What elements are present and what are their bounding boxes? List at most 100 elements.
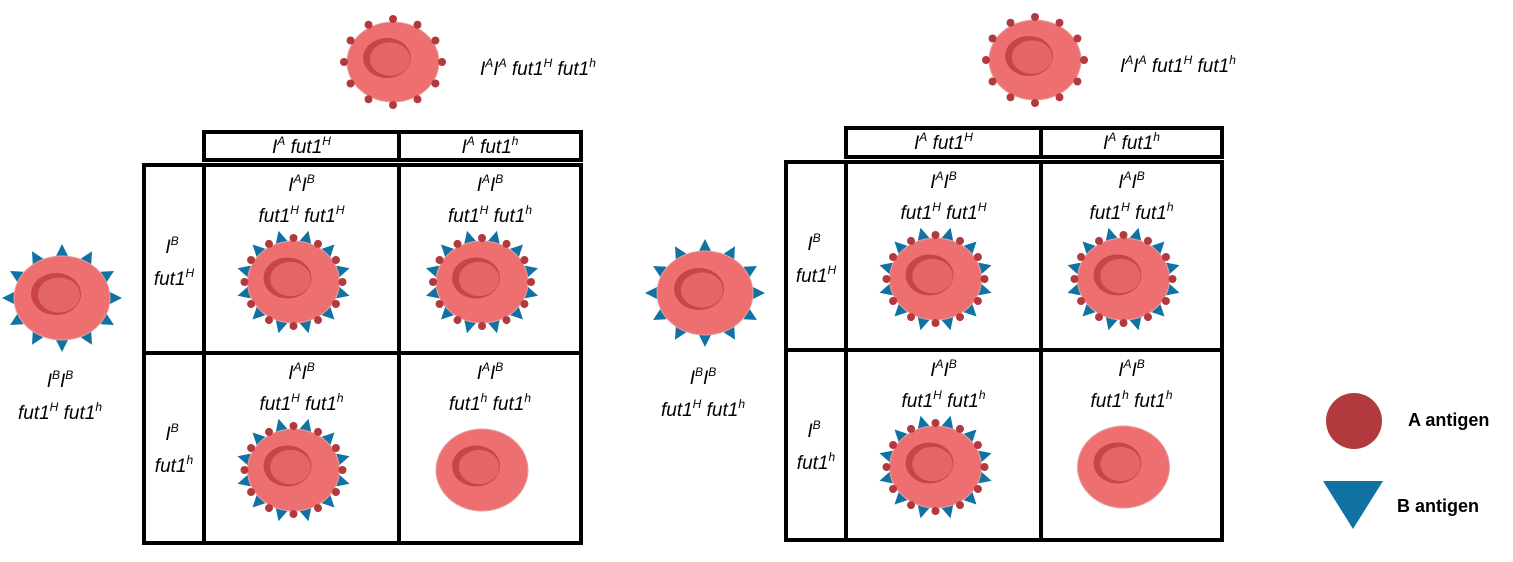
b-antigen-icon — [675, 246, 687, 260]
b-antigen-icon — [237, 453, 251, 466]
b-antigen-icon — [237, 474, 251, 487]
grid-layer — [142, 126, 1224, 545]
a-antigen-icon — [907, 424, 915, 433]
b-antigen-icon — [524, 286, 539, 299]
a-antigen-icon — [413, 20, 422, 29]
a-antigen-icon — [314, 316, 322, 325]
a-antigen-icon — [431, 36, 440, 45]
offspring-genotype-line1: IAIB — [477, 172, 504, 196]
a-antigen-icon — [314, 239, 322, 248]
a-antigen-icon — [1077, 253, 1086, 261]
a-antigen-icon — [247, 488, 256, 496]
b-antigen-icon — [917, 227, 930, 241]
row-header-box — [142, 351, 206, 545]
b-antigen-icon — [510, 306, 524, 320]
top-parent-cell — [982, 13, 1088, 107]
legend-item: A antigen — [1326, 393, 1489, 449]
offspring-cell — [237, 418, 350, 522]
b-antigen-icon — [894, 491, 908, 505]
a-antigen-icon — [527, 278, 535, 286]
legend-label: A antigen — [1408, 410, 1489, 430]
blue-triangle-icon — [1323, 481, 1383, 529]
b-antigen-icon — [1129, 227, 1142, 241]
a-antigen-icon — [346, 36, 355, 45]
b-antigen-icon — [237, 286, 251, 299]
row-header-label: IB — [165, 421, 178, 445]
a-antigen-icon — [973, 441, 982, 449]
a-antigen-icon — [265, 504, 273, 513]
row-header-label: fut1H — [796, 263, 837, 287]
a-antigen-icon — [289, 322, 298, 330]
a-antigen-icon — [478, 322, 486, 330]
a-antigen-icon — [1006, 93, 1015, 102]
a-antigen-icon — [1144, 313, 1152, 322]
col-header-label: IA fut1H — [272, 134, 331, 158]
b-antigen-icon — [336, 474, 350, 487]
b-antigen-icon — [464, 230, 476, 244]
b-antigen-icon — [1067, 262, 1081, 275]
top-parent-cell — [340, 15, 446, 109]
top-parent-genotype: IAIA fut1H fut1h — [480, 56, 596, 80]
b-antigen-icon — [299, 418, 312, 432]
a-antigen-icon — [1095, 236, 1103, 245]
a-antigen-icon — [931, 507, 940, 515]
col-header-label: IA fut1H — [914, 130, 973, 154]
offspring-genotype-line1: IAIB — [1118, 357, 1145, 381]
a-antigen-icon — [453, 239, 462, 248]
a-antigen-icon — [240, 466, 249, 474]
a-antigen-icon — [988, 77, 997, 86]
b-antigen-icon — [336, 286, 350, 299]
a-antigen-icon — [364, 20, 373, 29]
a-antigen-icon — [289, 422, 298, 430]
offspring-genotype-line1: IAIB — [288, 360, 315, 384]
red-circle-icon — [1326, 393, 1382, 449]
a-antigen-icon — [980, 463, 989, 471]
b-antigen-icon — [1129, 317, 1142, 331]
a-antigen-icon — [438, 58, 446, 66]
a-antigen-icon — [1070, 275, 1079, 283]
offspring-genotype-line2: fut1H fut1H — [258, 203, 344, 227]
col-header-box — [397, 130, 583, 162]
a-antigen-icon — [331, 256, 340, 264]
a-antigen-icon — [1077, 297, 1086, 305]
b-antigen-icon — [941, 415, 954, 429]
cell-center — [458, 261, 500, 297]
b-antigen-icon — [978, 450, 992, 463]
b-antigen-icon — [464, 320, 476, 334]
b-antigen-icon — [100, 313, 114, 325]
b-antigen-icon — [425, 265, 440, 278]
a-antigen-icon — [882, 275, 891, 283]
b-antigen-icon — [1082, 241, 1096, 255]
b-antigen-icon — [56, 340, 68, 352]
a-antigen-icon — [314, 504, 322, 513]
a-antigen-icon — [338, 278, 347, 286]
a-antigen-icon — [435, 300, 444, 308]
b-antigen-icon — [252, 432, 266, 446]
offspring-genotype-line2: fut1h fut1h — [449, 391, 531, 415]
b-antigen-icon — [723, 246, 735, 260]
a-antigen-icon — [389, 15, 397, 23]
a-antigen-icon — [435, 256, 444, 264]
cell-center — [1100, 446, 1141, 482]
a-antigen-icon — [1168, 275, 1177, 283]
b-antigen-icon — [917, 415, 930, 429]
b-antigen-icon — [1166, 283, 1180, 296]
b-antigen-icon — [488, 320, 500, 334]
offspring-cell — [1067, 227, 1180, 331]
side-parent-cell — [2, 244, 122, 352]
b-antigen-icon — [963, 303, 977, 317]
b-antigen-icon — [941, 227, 954, 241]
a-antigen-icon — [907, 501, 915, 510]
b-antigen-icon — [321, 306, 335, 320]
a-antigen-icon — [1031, 13, 1039, 21]
a-antigen-icon — [520, 256, 529, 264]
b-antigen-icon — [1067, 283, 1081, 296]
b-antigen-icon — [299, 230, 312, 244]
b-antigen-icon — [488, 230, 500, 244]
legend-label: B antigen — [1397, 496, 1479, 516]
b-antigen-icon — [10, 313, 24, 325]
a-antigen-icon — [1080, 56, 1088, 64]
b-antigen-icon — [252, 244, 266, 258]
b-antigen-icon — [425, 286, 440, 299]
a-antigen-icon — [431, 79, 440, 88]
